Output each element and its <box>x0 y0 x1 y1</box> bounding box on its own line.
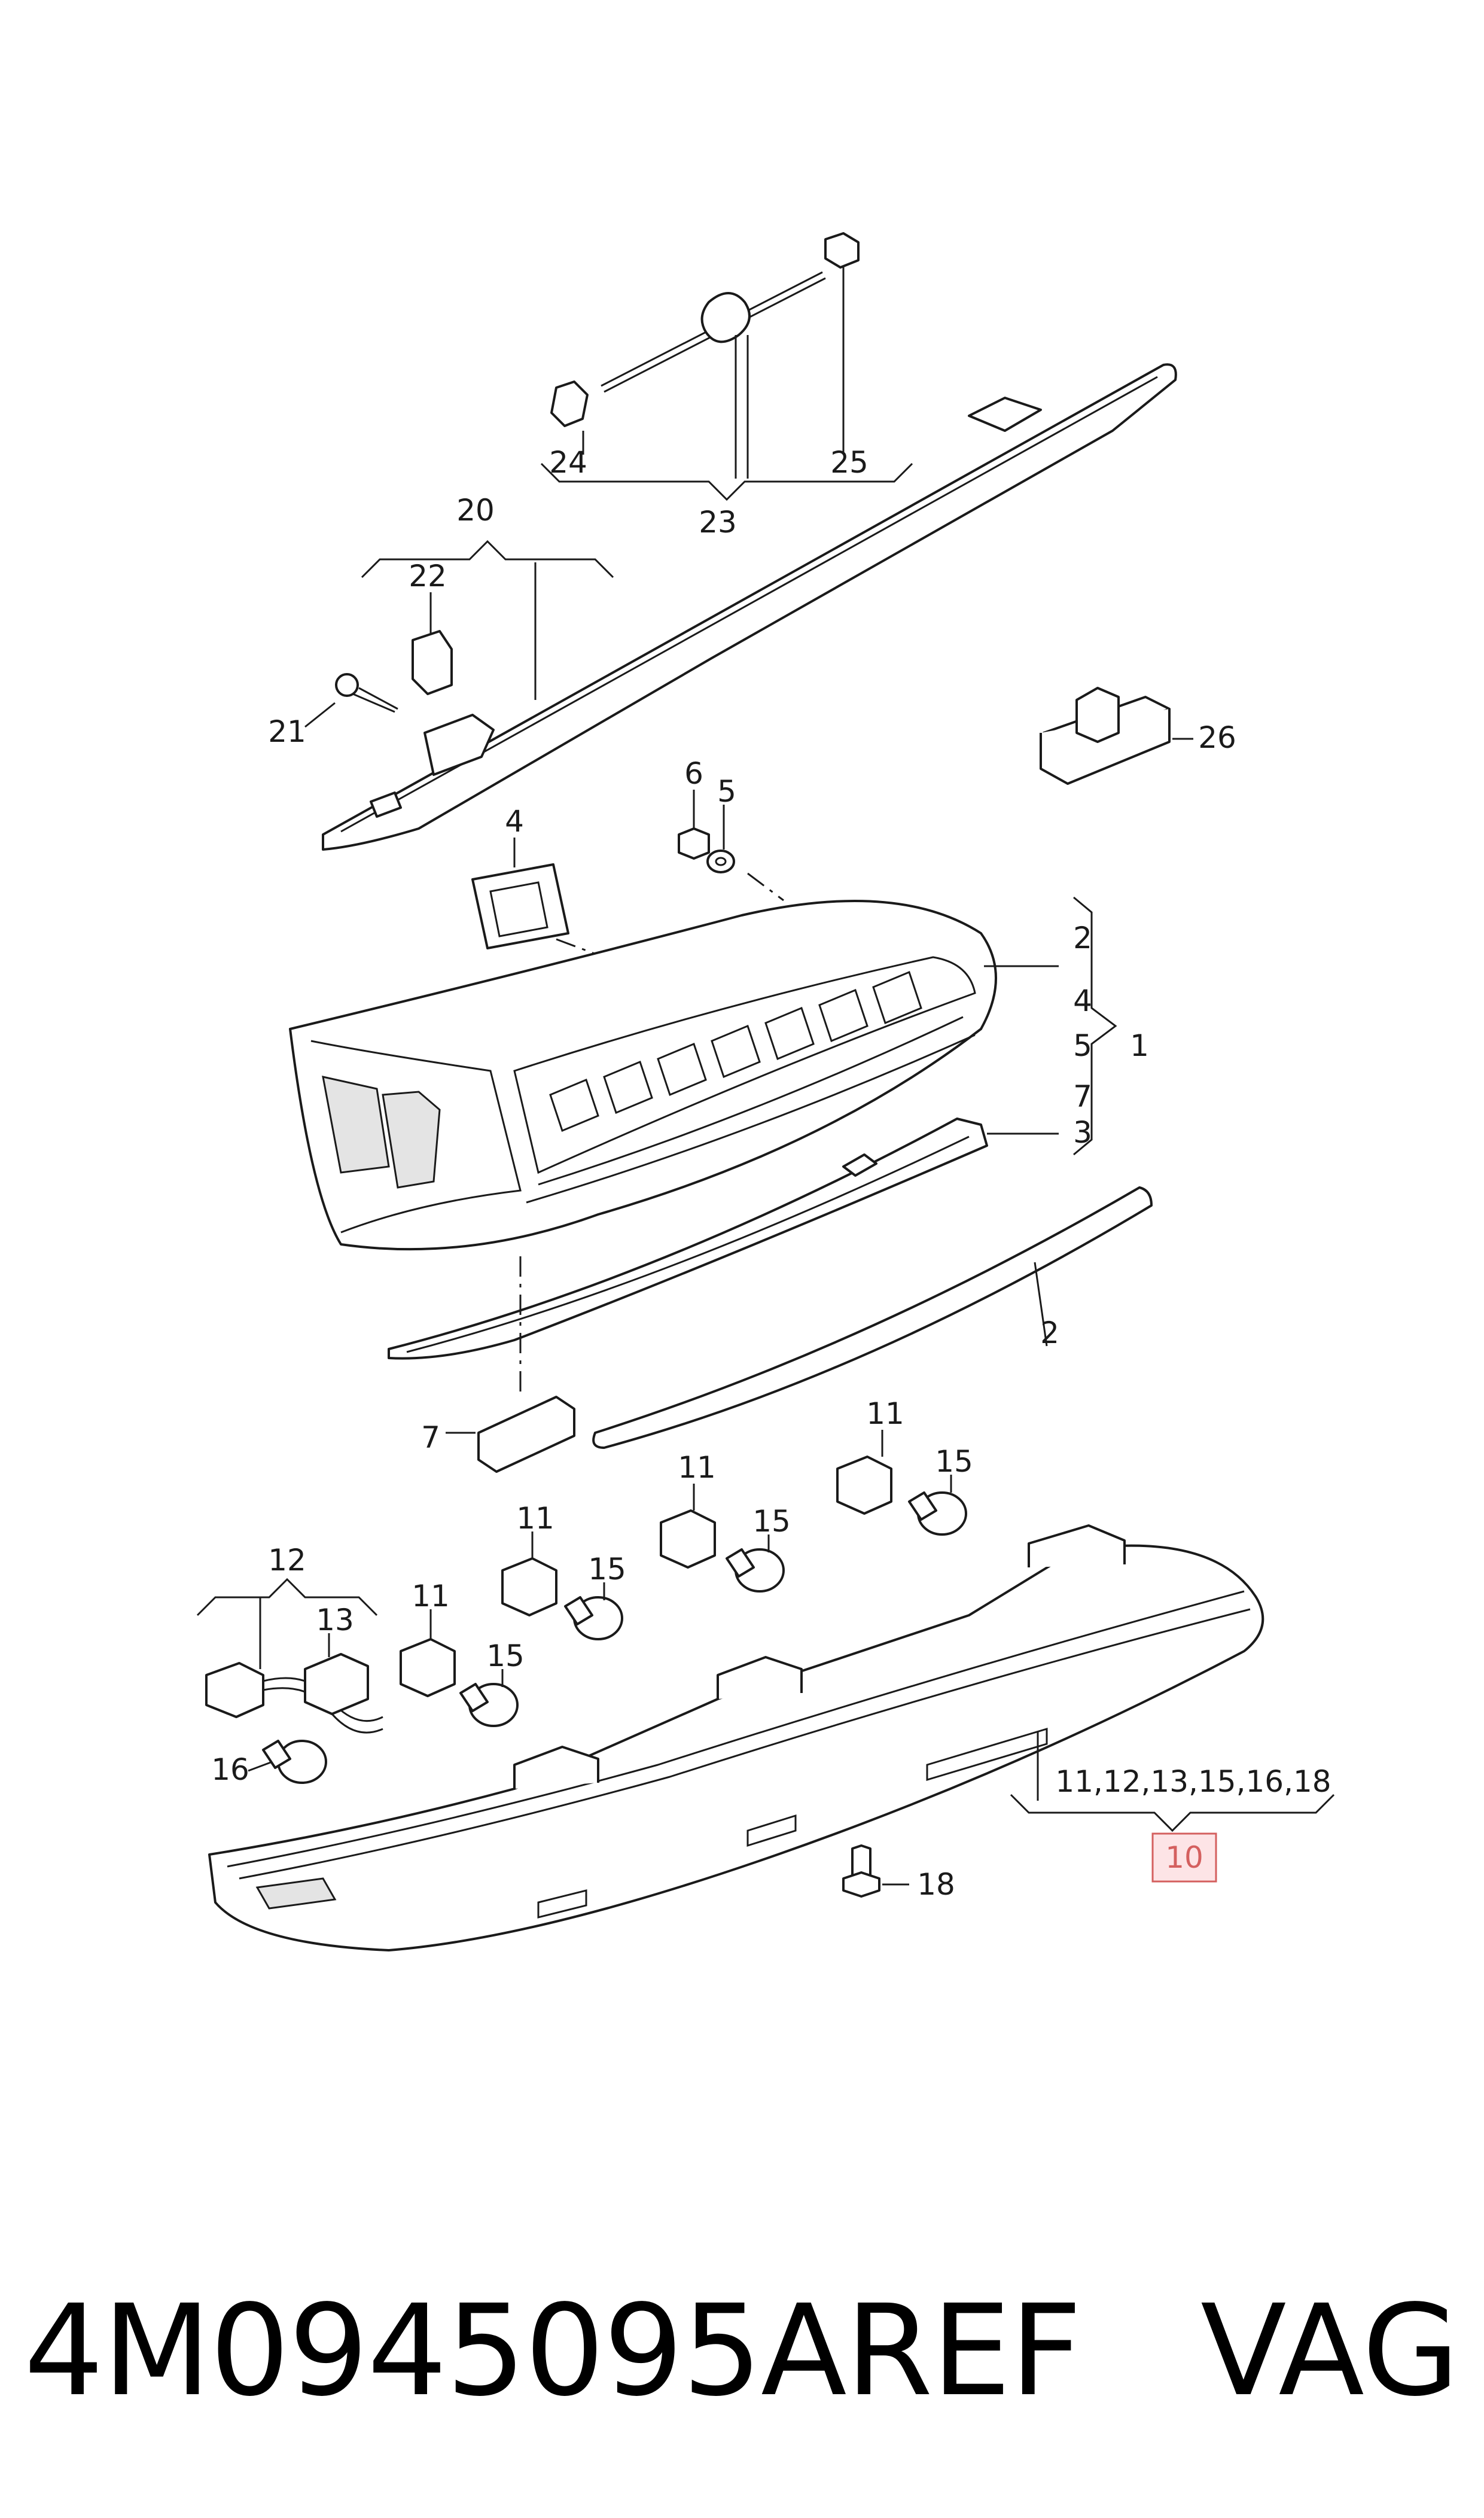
label-25: 25 <box>830 445 869 480</box>
wire-harness-assembly <box>550 232 860 427</box>
lower-lamp-assembly-10 <box>208 1524 1264 1951</box>
label-2a: 2 <box>1073 921 1092 955</box>
bulb-15-a <box>908 1475 967 1536</box>
bulb-holder-11-a <box>836 1430 892 1515</box>
label-22: 22 <box>409 559 447 593</box>
label-15a: 15 <box>935 1444 973 1479</box>
upper-trim-strip <box>322 363 1177 851</box>
lower-strip-2 <box>592 1186 1153 1449</box>
label-6: 6 <box>684 756 703 791</box>
label-4b: 4 <box>1073 984 1092 1018</box>
label-1: 1 <box>1130 1028 1149 1063</box>
label-2b: 2 <box>1040 1316 1059 1350</box>
module-26 <box>1040 687 1193 785</box>
part-footer: 4M0945095AREF VAG <box>24 2273 1459 2429</box>
label-12: 12 <box>268 1543 306 1578</box>
label-15c: 15 <box>588 1552 626 1587</box>
bulb-holder-11-b <box>660 1484 716 1569</box>
brand-name: VAG <box>1200 2278 1459 2424</box>
screw-21 <box>304 673 398 728</box>
tail-lamp-housing <box>289 900 997 1251</box>
lower-trim-3 <box>388 1118 988 1360</box>
bulb-15-b <box>726 1534 785 1593</box>
callout-box-10 <box>1151 1832 1217 1883</box>
label-4a: 4 <box>505 804 524 839</box>
label-7b: 7 <box>421 1420 440 1455</box>
clip-22 <box>412 592 453 695</box>
label-5b: 5 <box>1073 1028 1092 1063</box>
label-10: 10 <box>1165 1840 1203 1875</box>
label-24: 24 <box>549 445 587 480</box>
label-11d: 11 <box>412 1579 450 1613</box>
leader-lines-23 <box>540 266 913 501</box>
label-5a: 5 <box>717 774 736 809</box>
pad-7 <box>446 1396 575 1473</box>
bulb-15-d <box>459 1669 519 1727</box>
bulb-holder-11-c <box>501 1531 557 1616</box>
connector-13 <box>304 1633 369 1715</box>
bulb-15-c <box>564 1582 623 1640</box>
part-number: 4M0945095AREF <box>24 2278 1082 2424</box>
label-23: 23 <box>699 505 737 540</box>
nut-6 <box>678 790 710 860</box>
label-21: 21 <box>268 714 306 749</box>
label-26: 26 <box>1198 720 1236 755</box>
label-20: 20 <box>456 493 495 528</box>
label-11a: 11 <box>866 1396 904 1431</box>
part-labels: 24 25 23 20 22 21 26 6 5 4 2 4 5 1 7 3 2… <box>211 445 1331 1902</box>
label-15b: 15 <box>752 1504 791 1539</box>
label-3: 3 <box>1073 1115 1092 1150</box>
label-15d: 15 <box>486 1639 525 1673</box>
label-13: 13 <box>316 1603 354 1637</box>
screw-18 <box>842 1844 909 1898</box>
bulb-holder-11-d <box>400 1609 456 1697</box>
label-11b: 11 <box>678 1450 716 1485</box>
label-16: 16 <box>211 1752 249 1787</box>
gasket-4 <box>471 838 605 958</box>
bulb-16 <box>248 1740 327 1784</box>
harness-12 <box>196 1578 383 1734</box>
washer-5 <box>706 805 784 902</box>
led-segments <box>549 970 922 1132</box>
label-7a: 7 <box>1073 1079 1092 1114</box>
group-bracket-1 <box>984 896 1117 1347</box>
label-18: 18 <box>917 1867 955 1902</box>
leader-lines-20 <box>361 540 614 700</box>
group-bracket-10 <box>1010 1732 1335 1832</box>
label-11c: 11 <box>516 1501 554 1536</box>
label-group-10: 11,12,13,15,16,18 <box>1055 1764 1331 1799</box>
